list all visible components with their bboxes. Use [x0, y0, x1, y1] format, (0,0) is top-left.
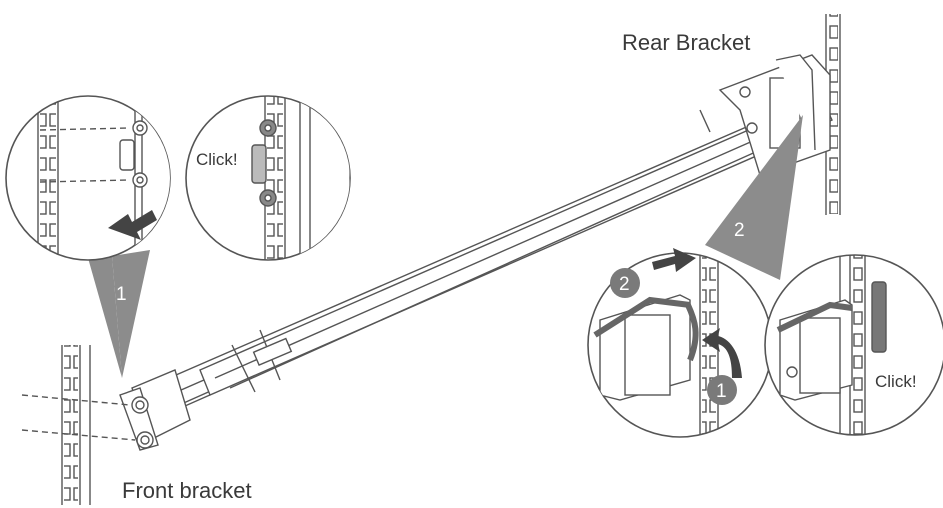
front-bracket-label: Front bracket [122, 478, 252, 503]
front-callout-wedge [88, 256, 122, 378]
arrow-right-icon [652, 248, 696, 272]
rear-detail-1-content [593, 253, 719, 437]
curved-arrow-icon [702, 328, 742, 378]
step-badge-1 [707, 375, 737, 405]
rear-callout-number: 2 [734, 220, 745, 241]
rear-bracket-label: Rear Bracket [622, 30, 751, 55]
step-badge-2-number: 2 [619, 274, 630, 295]
front-callout-wedge-2 [112, 250, 150, 378]
rear-detail-2-content [776, 255, 887, 435]
front-click-label: Click! [196, 150, 238, 169]
rear-click-label: Click! [875, 372, 917, 391]
front-bracket-end [21, 369, 191, 451]
front-rack-post [61, 345, 91, 505]
front-callout-number: 1 [116, 284, 127, 305]
rail-body [129, 94, 833, 426]
step-badge-1-number: 1 [716, 381, 727, 402]
arrow-left-icon [108, 210, 157, 240]
step-badge-2 [610, 268, 640, 298]
rear-bracket-end [718, 54, 831, 176]
rear-callout-wedge [705, 115, 803, 280]
